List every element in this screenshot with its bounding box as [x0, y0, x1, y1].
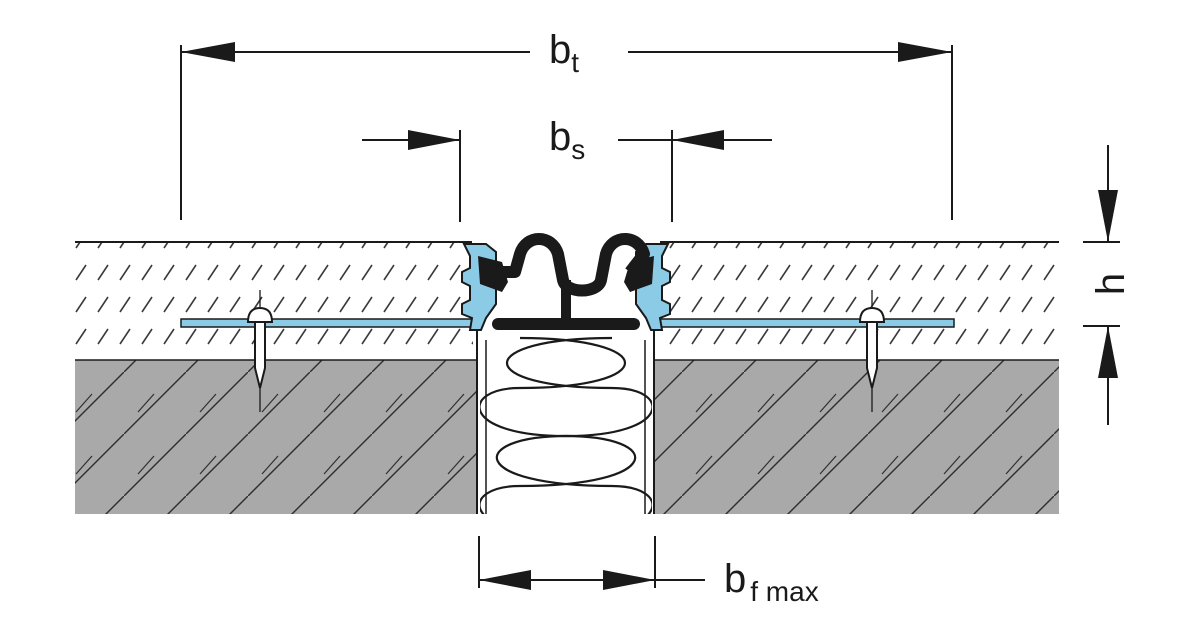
label-h: h	[1089, 273, 1133, 295]
arrow-bs-right	[672, 130, 724, 150]
joint-gap	[476, 330, 655, 514]
compressible-filler	[480, 336, 652, 514]
screed-layer	[75, 241, 1059, 361]
arrow-bf-right	[603, 570, 655, 590]
flange-right	[651, 318, 955, 328]
arrow-h-top	[1098, 190, 1118, 242]
dimension-total-width	[180, 42, 953, 220]
arrow-bs-left	[408, 130, 460, 150]
flange-left	[180, 318, 482, 328]
arrow-bt-right	[898, 42, 952, 62]
dimension-joint-width	[478, 536, 705, 590]
insert-stem	[561, 280, 571, 320]
insert-bellows	[500, 233, 650, 297]
dimension-height	[1083, 145, 1120, 425]
arrow-bf-left	[479, 570, 531, 590]
concrete-base	[75, 360, 1059, 514]
insert-left-wedge	[478, 256, 508, 292]
insert-base-plate	[492, 318, 640, 330]
arrow-bt-left	[181, 42, 235, 62]
screed-left	[75, 242, 473, 360]
anchor-screws	[246, 290, 886, 412]
arrow-h-bottom	[1098, 326, 1118, 378]
screw-left	[246, 290, 274, 412]
dimension-profile-width	[362, 130, 772, 222]
label-bt: bt	[549, 28, 579, 78]
elastomer-insert	[478, 233, 654, 330]
label-bs: bs	[549, 115, 585, 165]
screw-right	[858, 290, 886, 412]
screed-right	[660, 242, 1059, 360]
